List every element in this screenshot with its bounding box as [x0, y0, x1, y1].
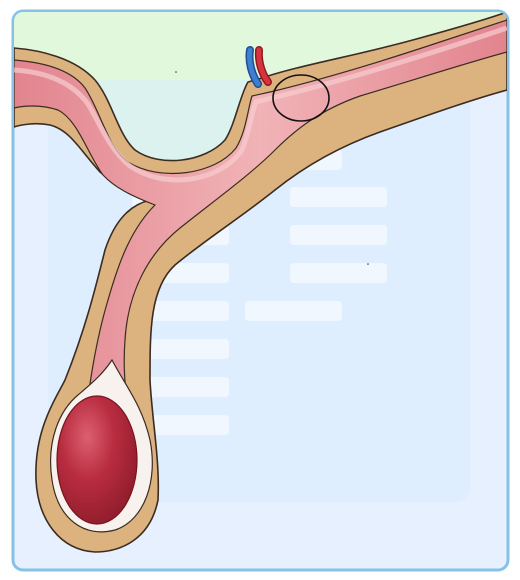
lumen-highlight	[14, 25, 507, 183]
placeholder-bar	[245, 301, 342, 321]
blood-vessels	[245, 46, 272, 88]
placeholder-bar	[132, 301, 229, 321]
placeholder-bar	[290, 263, 387, 283]
highlight-circle	[272, 74, 330, 122]
red-body	[56, 395, 138, 525]
placeholder-bar	[132, 377, 229, 397]
placeholder-bar	[132, 415, 229, 435]
artery-fill	[256, 47, 271, 85]
placeholder-bar	[290, 187, 387, 207]
speck	[175, 71, 177, 73]
speck	[367, 263, 369, 265]
placeholder-bar	[290, 225, 387, 245]
placeholder-bar	[132, 339, 229, 359]
vein-fill	[247, 47, 261, 87]
